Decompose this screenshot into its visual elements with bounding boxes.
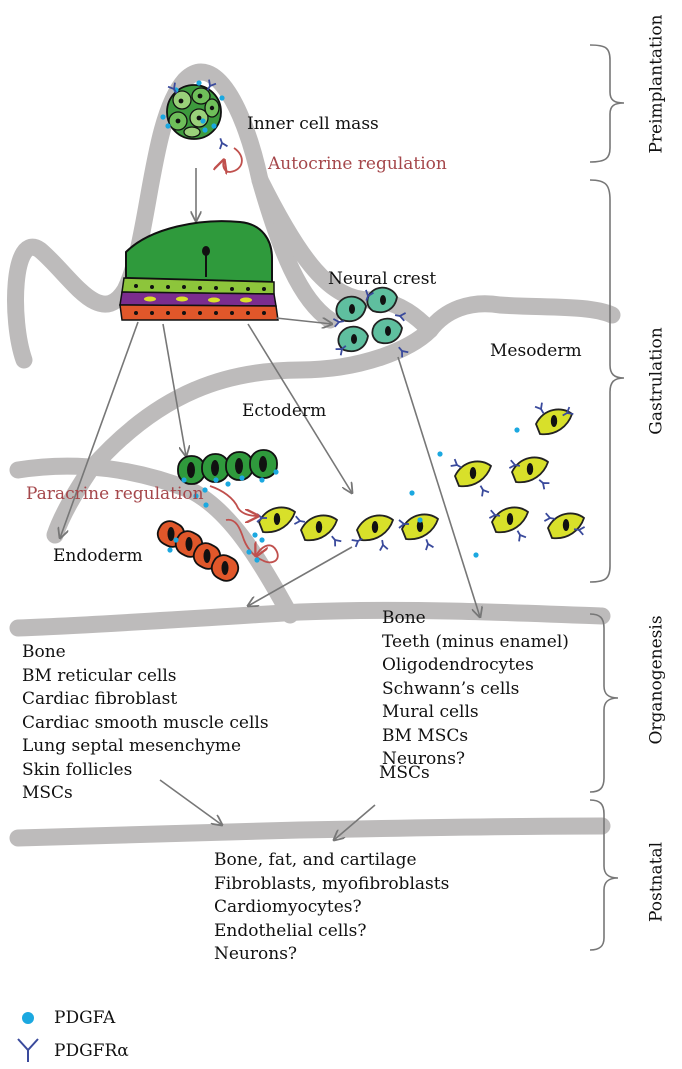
list-item: Cardiomyocytes? [214,897,362,917]
stage-label-postnatal: Postnatal [646,841,667,923]
inner-cell-mass [160,78,229,150]
postnatal-derivatives-list: Bone, fat, and cartilage Fibroblasts, my… [214,849,449,967]
list-item: Bone [22,642,66,662]
list-item: Oligodendrocytes [382,655,534,675]
stage-braces [589,44,625,951]
mesoderm-cells [256,401,586,552]
list-item: Fibroblasts, myofibroblasts [214,873,450,894]
paracrine-arrows [209,485,279,564]
postnatal-brace [589,799,619,951]
label-inner-cell-mass: Inner cell mass [247,114,379,134]
list-item: Skin follicles [22,759,133,780]
tissue-bands [7,63,621,847]
preimplantation-brace [589,44,625,163]
stage-label-gastrulation: Gastrulation [646,327,667,435]
list-item: BM reticular cells [22,665,177,686]
list-item: Neurons? [214,944,298,964]
stage-label-preimplantation: Preimplantation [646,14,667,154]
postnatal-boundary [9,817,611,847]
legend-pdgfra-icon [17,1038,39,1062]
gastrulation-brace [589,179,625,583]
list-item: BM MSCs [382,725,469,746]
organogenesis-boundary [9,601,611,637]
ectoderm-cells [177,449,278,485]
endoderm-cells [156,520,240,582]
list-item: Mural cells [382,702,479,722]
list-item: Schwann’s cells [382,678,520,699]
list-item: Neurons? [382,749,466,769]
stage-label-organogenesis: Organogenesis [646,615,667,745]
mesoderm-derivatives-list: Bone BM reticular cells Cardiac fibrobla… [22,641,269,806]
pdgfa-dots [167,427,520,563]
legend-pdgfa-dot [22,1012,34,1024]
label-neural-crest-mscs: MSCs [379,763,430,783]
label-ectoderm: Ectoderm [242,401,327,421]
autocrine-arrow [223,147,243,172]
label-paracrine-regulation: Paracrine regulation [26,484,204,504]
list-item: Teeth (minus enamel) [382,631,569,652]
neural-crest-derivatives-list: Bone Teeth (minus enamel) Oligodendrocyt… [382,607,569,772]
label-endoderm: Endoderm [53,546,143,566]
ectoderm-fold [46,321,439,544]
legend-pdgfa-label: PDGFA [54,1008,116,1028]
list-item: Bone, fat, and cartilage [214,850,417,870]
blastoderm-layers [119,220,279,321]
label-neural-crest: Neural crest [328,269,437,289]
lineage-arrows [60,317,480,840]
label-autocrine-regulation: Autocrine regulation [268,154,447,174]
list-item: Bone [382,608,426,628]
list-item: Cardiac smooth muscle cells [22,712,269,733]
organogenesis-brace [589,613,619,793]
legend-pdgfra-label: PDGFRα [54,1041,129,1061]
list-item: MSCs [22,783,73,803]
list-item: Cardiac fibroblast [22,689,178,709]
endoderm-fold [9,457,299,624]
label-mesoderm: Mesoderm [490,341,582,361]
list-item: Endothelial cells? [214,920,367,941]
list-item: Lung septal mesenchyme [22,736,242,756]
